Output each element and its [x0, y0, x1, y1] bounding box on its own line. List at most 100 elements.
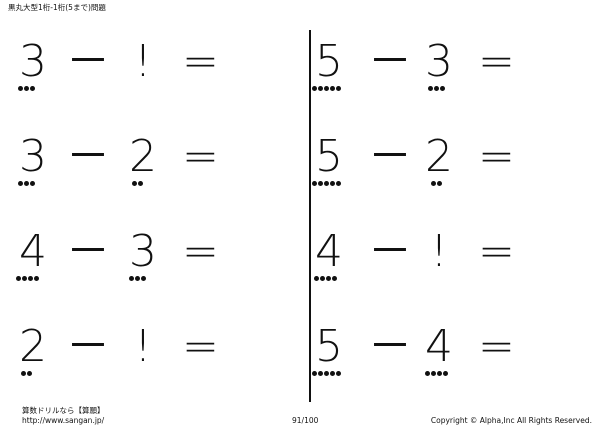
equals-sign: =: [182, 36, 219, 87]
count-dot: [425, 371, 430, 376]
minuend: 3: [19, 131, 47, 182]
count-dot: [34, 276, 39, 281]
subtrahend: !: [430, 226, 448, 277]
subtrahend: 2: [425, 131, 453, 182]
minus-sign: －: [368, 226, 412, 277]
count-dot: [434, 86, 439, 91]
minus-sign: －: [368, 36, 412, 87]
count-dot: [24, 181, 29, 186]
subtrahend: !: [134, 321, 152, 372]
count-dot: [16, 276, 21, 281]
subtrahend: 2: [129, 131, 157, 182]
minuend: 4: [19, 226, 47, 277]
subtrahend: !: [134, 36, 152, 87]
count-dot: [330, 86, 335, 91]
count-dot: [18, 181, 23, 186]
subtrahend: 3: [129, 226, 157, 277]
column-divider: [309, 30, 311, 402]
count-dot: [28, 276, 33, 281]
minus-sign: －: [66, 36, 110, 87]
count-dot: [22, 276, 27, 281]
count-dot: [336, 181, 341, 186]
count-dot: [428, 86, 433, 91]
equals-sign: =: [478, 131, 515, 182]
minuend: 5: [315, 321, 343, 372]
left-problem-column: 3 － ! = 3 － 2 = 4 － 3 = 2 － ! =: [16, 30, 306, 410]
problem-row: 5 － 3 =: [312, 30, 600, 125]
equals-sign: =: [182, 226, 219, 277]
minuend-dots: [312, 181, 341, 186]
minus-sign: －: [368, 321, 412, 372]
minuend: 2: [19, 321, 47, 372]
count-dot: [443, 371, 448, 376]
copyright-notice: Copyright © Alpha,Inc All Rights Reserve…: [430, 416, 592, 425]
count-dot: [312, 86, 317, 91]
count-dot: [431, 181, 436, 186]
minuend: 5: [315, 131, 343, 182]
count-dot: [326, 276, 331, 281]
page-title: 黒丸大型1桁-1桁(5まで)問題: [8, 3, 106, 12]
minuend-dots: [312, 86, 341, 91]
equals-sign: =: [478, 226, 515, 277]
minuend: 4: [315, 226, 343, 277]
count-dot: [138, 181, 143, 186]
count-dot: [437, 371, 442, 376]
right-problem-column: 5 － 3 = 5 － 2 = 4 － ! = 5 － 4 =: [312, 30, 600, 410]
count-dot: [30, 181, 35, 186]
count-dot: [312, 181, 317, 186]
count-dot: [440, 86, 445, 91]
page-number: 91/100: [292, 416, 319, 425]
problem-row: 3 － 2 =: [16, 125, 306, 220]
minuend-dots: [314, 276, 337, 281]
count-dot: [135, 276, 140, 281]
site-url[interactable]: http://www.sangan.jp/: [22, 416, 105, 425]
count-dot: [312, 371, 317, 376]
minus-sign: －: [66, 321, 110, 372]
problem-row: 4 － ! =: [312, 220, 600, 315]
count-dot: [24, 86, 29, 91]
subtrahend-dots: [425, 371, 448, 376]
subtrahend: 4: [425, 321, 453, 372]
problem-row: 3 － ! =: [16, 30, 306, 125]
minuend-dots: [312, 371, 341, 376]
subtrahend-dots: [428, 86, 445, 91]
count-dot: [336, 86, 341, 91]
problem-row: 5 － 4 =: [312, 315, 600, 410]
minus-sign: －: [368, 131, 412, 182]
equals-sign: =: [478, 321, 515, 372]
site-name: 算数ドリルなら【算願】: [22, 406, 105, 415]
count-dot: [318, 181, 323, 186]
subtrahend-dots: [431, 181, 442, 186]
count-dot: [336, 371, 341, 376]
count-dot: [318, 86, 323, 91]
count-dot: [141, 276, 146, 281]
count-dot: [318, 371, 323, 376]
minus-sign: －: [66, 226, 110, 277]
count-dot: [27, 371, 32, 376]
count-dot: [332, 276, 337, 281]
problem-row: 4 － 3 =: [16, 220, 306, 315]
minuend: 3: [19, 36, 47, 87]
count-dot: [132, 181, 137, 186]
minuend-dots: [21, 371, 32, 376]
count-dot: [330, 371, 335, 376]
count-dot: [320, 276, 325, 281]
equals-sign: =: [182, 131, 219, 182]
count-dot: [437, 181, 442, 186]
minuend-dots: [16, 276, 39, 281]
problem-row: 2 － ! =: [16, 315, 306, 410]
count-dot: [431, 371, 436, 376]
count-dot: [129, 276, 134, 281]
count-dot: [324, 86, 329, 91]
equals-sign: =: [182, 321, 219, 372]
subtrahend-dots: [132, 181, 143, 186]
count-dot: [330, 181, 335, 186]
count-dot: [314, 276, 319, 281]
minuend: 5: [315, 36, 343, 87]
minuend-dots: [18, 181, 35, 186]
count-dot: [21, 371, 26, 376]
minus-sign: －: [66, 131, 110, 182]
subtrahend: 3: [425, 36, 453, 87]
count-dot: [18, 86, 23, 91]
footer-branding: 算数ドリルなら【算願】 http://www.sangan.jp/: [22, 406, 105, 426]
